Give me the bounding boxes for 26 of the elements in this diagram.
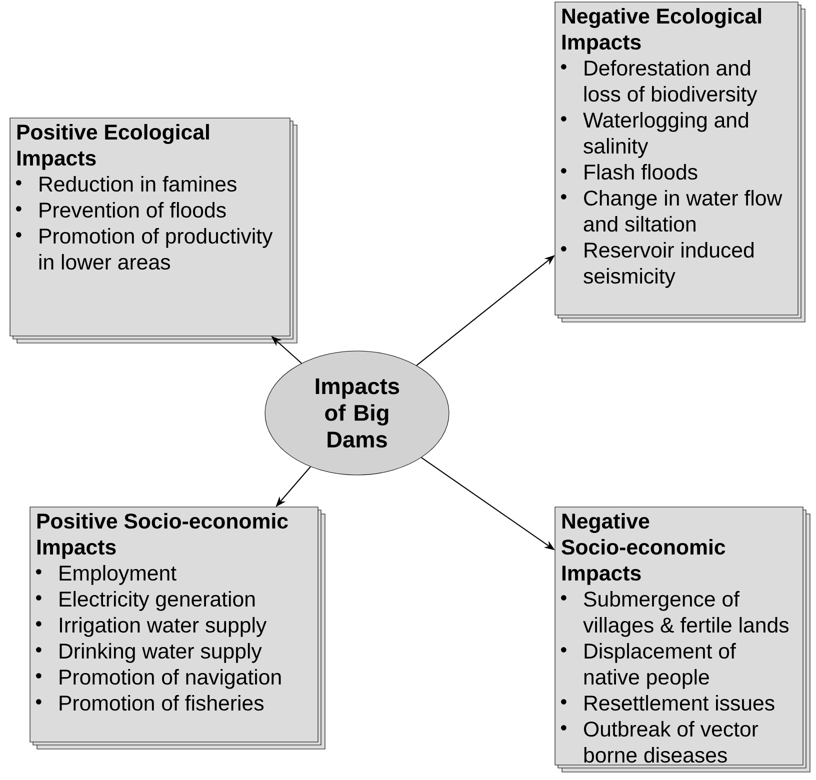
bullet-item: Promotion of productivity in lower areas <box>16 228 273 270</box>
stacked-box <box>30 506 326 750</box>
bullet-item: Change in water flow and siltation <box>561 190 782 232</box>
bullet-item: Reservoir induced seismicity <box>561 242 754 288</box>
bullet-item: Displacement of native people <box>561 643 736 689</box>
bullet-item: Promotion of navigation <box>36 669 281 689</box>
bullet-item: Flash floods <box>561 164 698 180</box>
bullet-item: Electricity generation <box>36 591 255 611</box>
stacked-box <box>10 118 298 344</box>
box-heading: Positive Socio-economic Impacts <box>37 513 288 559</box>
box-heading: Negative Socio-economic Impacts <box>562 513 726 585</box>
bullet-item: Irrigation water supply <box>36 617 267 637</box>
stacked-box <box>554 506 810 772</box>
bullet-item: Outbreak of vector borne diseases <box>561 721 758 763</box>
bullet-item: Waterlogging and salinity <box>561 112 748 158</box>
bullet-item: Resettlement issues <box>561 695 774 711</box>
bullet-item: Promotion of fisheries <box>36 695 264 711</box>
bullet-item: Deforestation and loss of biodiversity <box>561 60 758 106</box>
bullet-item: Employment <box>36 565 176 585</box>
box-heading: Negative Ecological Impacts <box>562 8 762 54</box>
box-heading: Positive Ecological Impacts <box>17 124 209 170</box>
bullet-item: Reduction in famines <box>16 176 236 192</box>
bullet-item: Drinking water supply <box>36 643 262 663</box>
bullet-item: Submergence of villages & fertile lands <box>561 591 788 637</box>
bullet-item: Prevention of floods <box>16 202 226 218</box>
stacked-box <box>554 2 806 322</box>
